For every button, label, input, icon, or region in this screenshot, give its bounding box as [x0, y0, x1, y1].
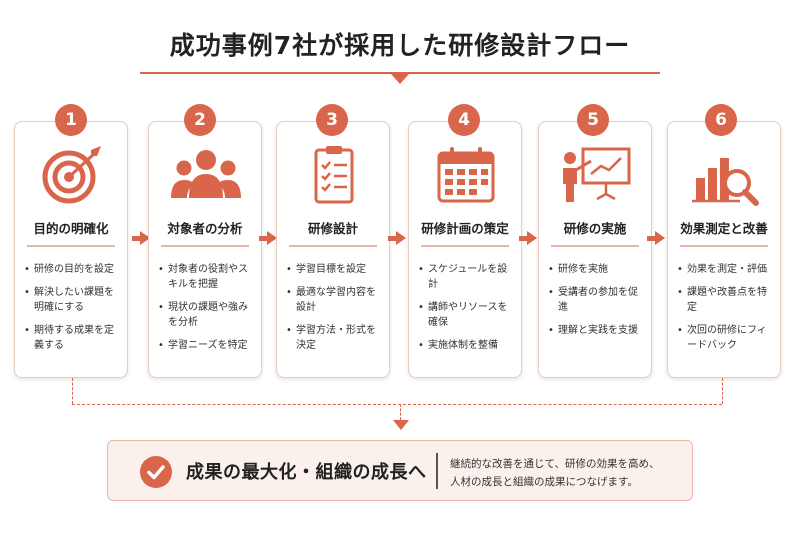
step-3-list: 学習目標を設定 最適な学習内容を設計 学習方法・形式を決定	[286, 262, 385, 361]
step-6-number: 6	[705, 104, 737, 136]
step-5-number: 5	[577, 104, 609, 136]
flow-arrow-3	[388, 231, 406, 245]
checklist-clipboard-icon	[297, 144, 371, 206]
title-underline	[140, 72, 660, 74]
step-6-title: 効果測定と改善	[680, 221, 768, 236]
list-item: 課題や改善点を特定	[677, 285, 776, 315]
list-item: 実施体制を整備	[418, 338, 517, 353]
step-5-divider	[551, 245, 639, 247]
list-item: 最適な学習内容を設計	[286, 285, 385, 315]
step-1-title: 目的の明確化	[33, 221, 109, 236]
step-3-divider	[289, 245, 377, 247]
down-arrow	[393, 420, 409, 430]
presenter-whiteboard-icon	[559, 144, 633, 206]
connector-1	[72, 378, 73, 404]
step-1-card: 目的の明確化 研修の目的を設定 解決したい課題を明確にする 期待する成果を定義す…	[14, 121, 128, 378]
list-item: 受講者の参加を促進	[548, 285, 647, 315]
result-desc-line: 継続的な改善を通じて、研修の効果を高め、	[450, 458, 660, 470]
page-title: 成功事例7社が採用した研修設計フロー	[169, 31, 631, 60]
step-4-title: 研修計画の策定	[421, 221, 509, 236]
step-5-card: 研修の実施 研修を実施 受講者の参加を促進 理解と実践を支援	[538, 121, 652, 378]
step-2-card: 対象者の分析 対象者の役割やスキルを把握 現状の課題や強みを分析 学習ニーズを特…	[148, 121, 262, 378]
step-5-list: 研修を実施 受講者の参加を促進 理解と実践を支援	[548, 262, 647, 346]
calendar-icon	[429, 144, 503, 206]
step-6-card: 効果測定と改善 効果を測定・評価 課題や改善点を特定 次回の研修にフィードバック	[667, 121, 781, 378]
step-3-card: 研修設計 学習目標を設定 最適な学習内容を設計 学習方法・形式を決定	[276, 121, 390, 378]
flow-arrow-1	[132, 231, 150, 245]
list-item: 学習ニーズを特定	[158, 338, 257, 353]
list-item: スケジュールを設計	[418, 262, 517, 292]
step-6-divider	[680, 245, 768, 247]
flow-arrow-5	[647, 231, 665, 245]
step-4-divider	[421, 245, 509, 247]
step-1-number: 1	[55, 104, 87, 136]
connector-line	[72, 404, 722, 405]
list-item: 解決したい課題を明確にする	[24, 285, 123, 315]
chart-magnifier-icon	[688, 144, 762, 206]
target-icon	[35, 144, 109, 206]
result-box: 成果の最大化・組織の成長へ 継続的な改善を通じて、研修の効果を高め、 人材の成長…	[107, 440, 693, 501]
step-3-title: 研修設計	[307, 221, 358, 236]
check-icon	[140, 456, 172, 488]
list-item: 講師やリソースを確保	[418, 300, 517, 330]
step-6-list: 効果を測定・評価 課題や改善点を特定 次回の研修にフィードバック	[677, 262, 776, 361]
step-1-divider	[27, 245, 115, 247]
list-item: 効果を測定・評価	[677, 262, 776, 277]
step-2-divider	[161, 245, 249, 247]
step-3-number: 3	[316, 104, 348, 136]
list-item: 研修の目的を設定	[24, 262, 123, 277]
connector-6	[722, 378, 723, 404]
result-title: 成果の最大化・組織の成長へ	[186, 462, 427, 483]
people-group-icon	[169, 144, 243, 206]
list-item: 現状の課題や強みを分析	[158, 300, 257, 330]
step-4-list: スケジュールを設計 講師やリソースを確保 実施体制を整備	[418, 262, 517, 361]
step-4-card: 研修計画の策定 スケジュールを設計 講師やリソースを確保 実施体制を整備	[408, 121, 522, 378]
step-1-list: 研修の目的を設定 解決したい課題を明確にする 期待する成果を定義する	[24, 262, 123, 361]
connector-center	[400, 404, 401, 420]
title-pointer	[391, 74, 409, 84]
list-item: 研修を実施	[548, 262, 647, 277]
result-desc-line: 人材の成長と組織の成果につなげます。	[450, 476, 638, 488]
step-2-list: 対象者の役割やスキルを把握 現状の課題や強みを分析 学習ニーズを特定	[158, 262, 257, 361]
result-description: 継続的な改善を通じて、研修の効果を高め、 人材の成長と組織の成果につなげます。	[450, 455, 659, 491]
list-item: 対象者の役割やスキルを把握	[158, 262, 257, 292]
list-item: 学習目標を設定	[286, 262, 385, 277]
step-2-number: 2	[184, 104, 216, 136]
list-item: 理解と実践を支援	[548, 323, 647, 338]
flow-arrow-2	[259, 231, 277, 245]
step-2-title: 対象者の分析	[167, 221, 243, 236]
flow-arrow-4	[519, 231, 537, 245]
result-divider	[436, 453, 438, 489]
list-item: 期待する成果を定義する	[24, 323, 123, 353]
step-4-number: 4	[448, 104, 480, 136]
list-item: 次回の研修にフィードバック	[677, 323, 776, 353]
step-5-title: 研修の実施	[563, 221, 627, 236]
list-item: 学習方法・形式を決定	[286, 323, 385, 353]
